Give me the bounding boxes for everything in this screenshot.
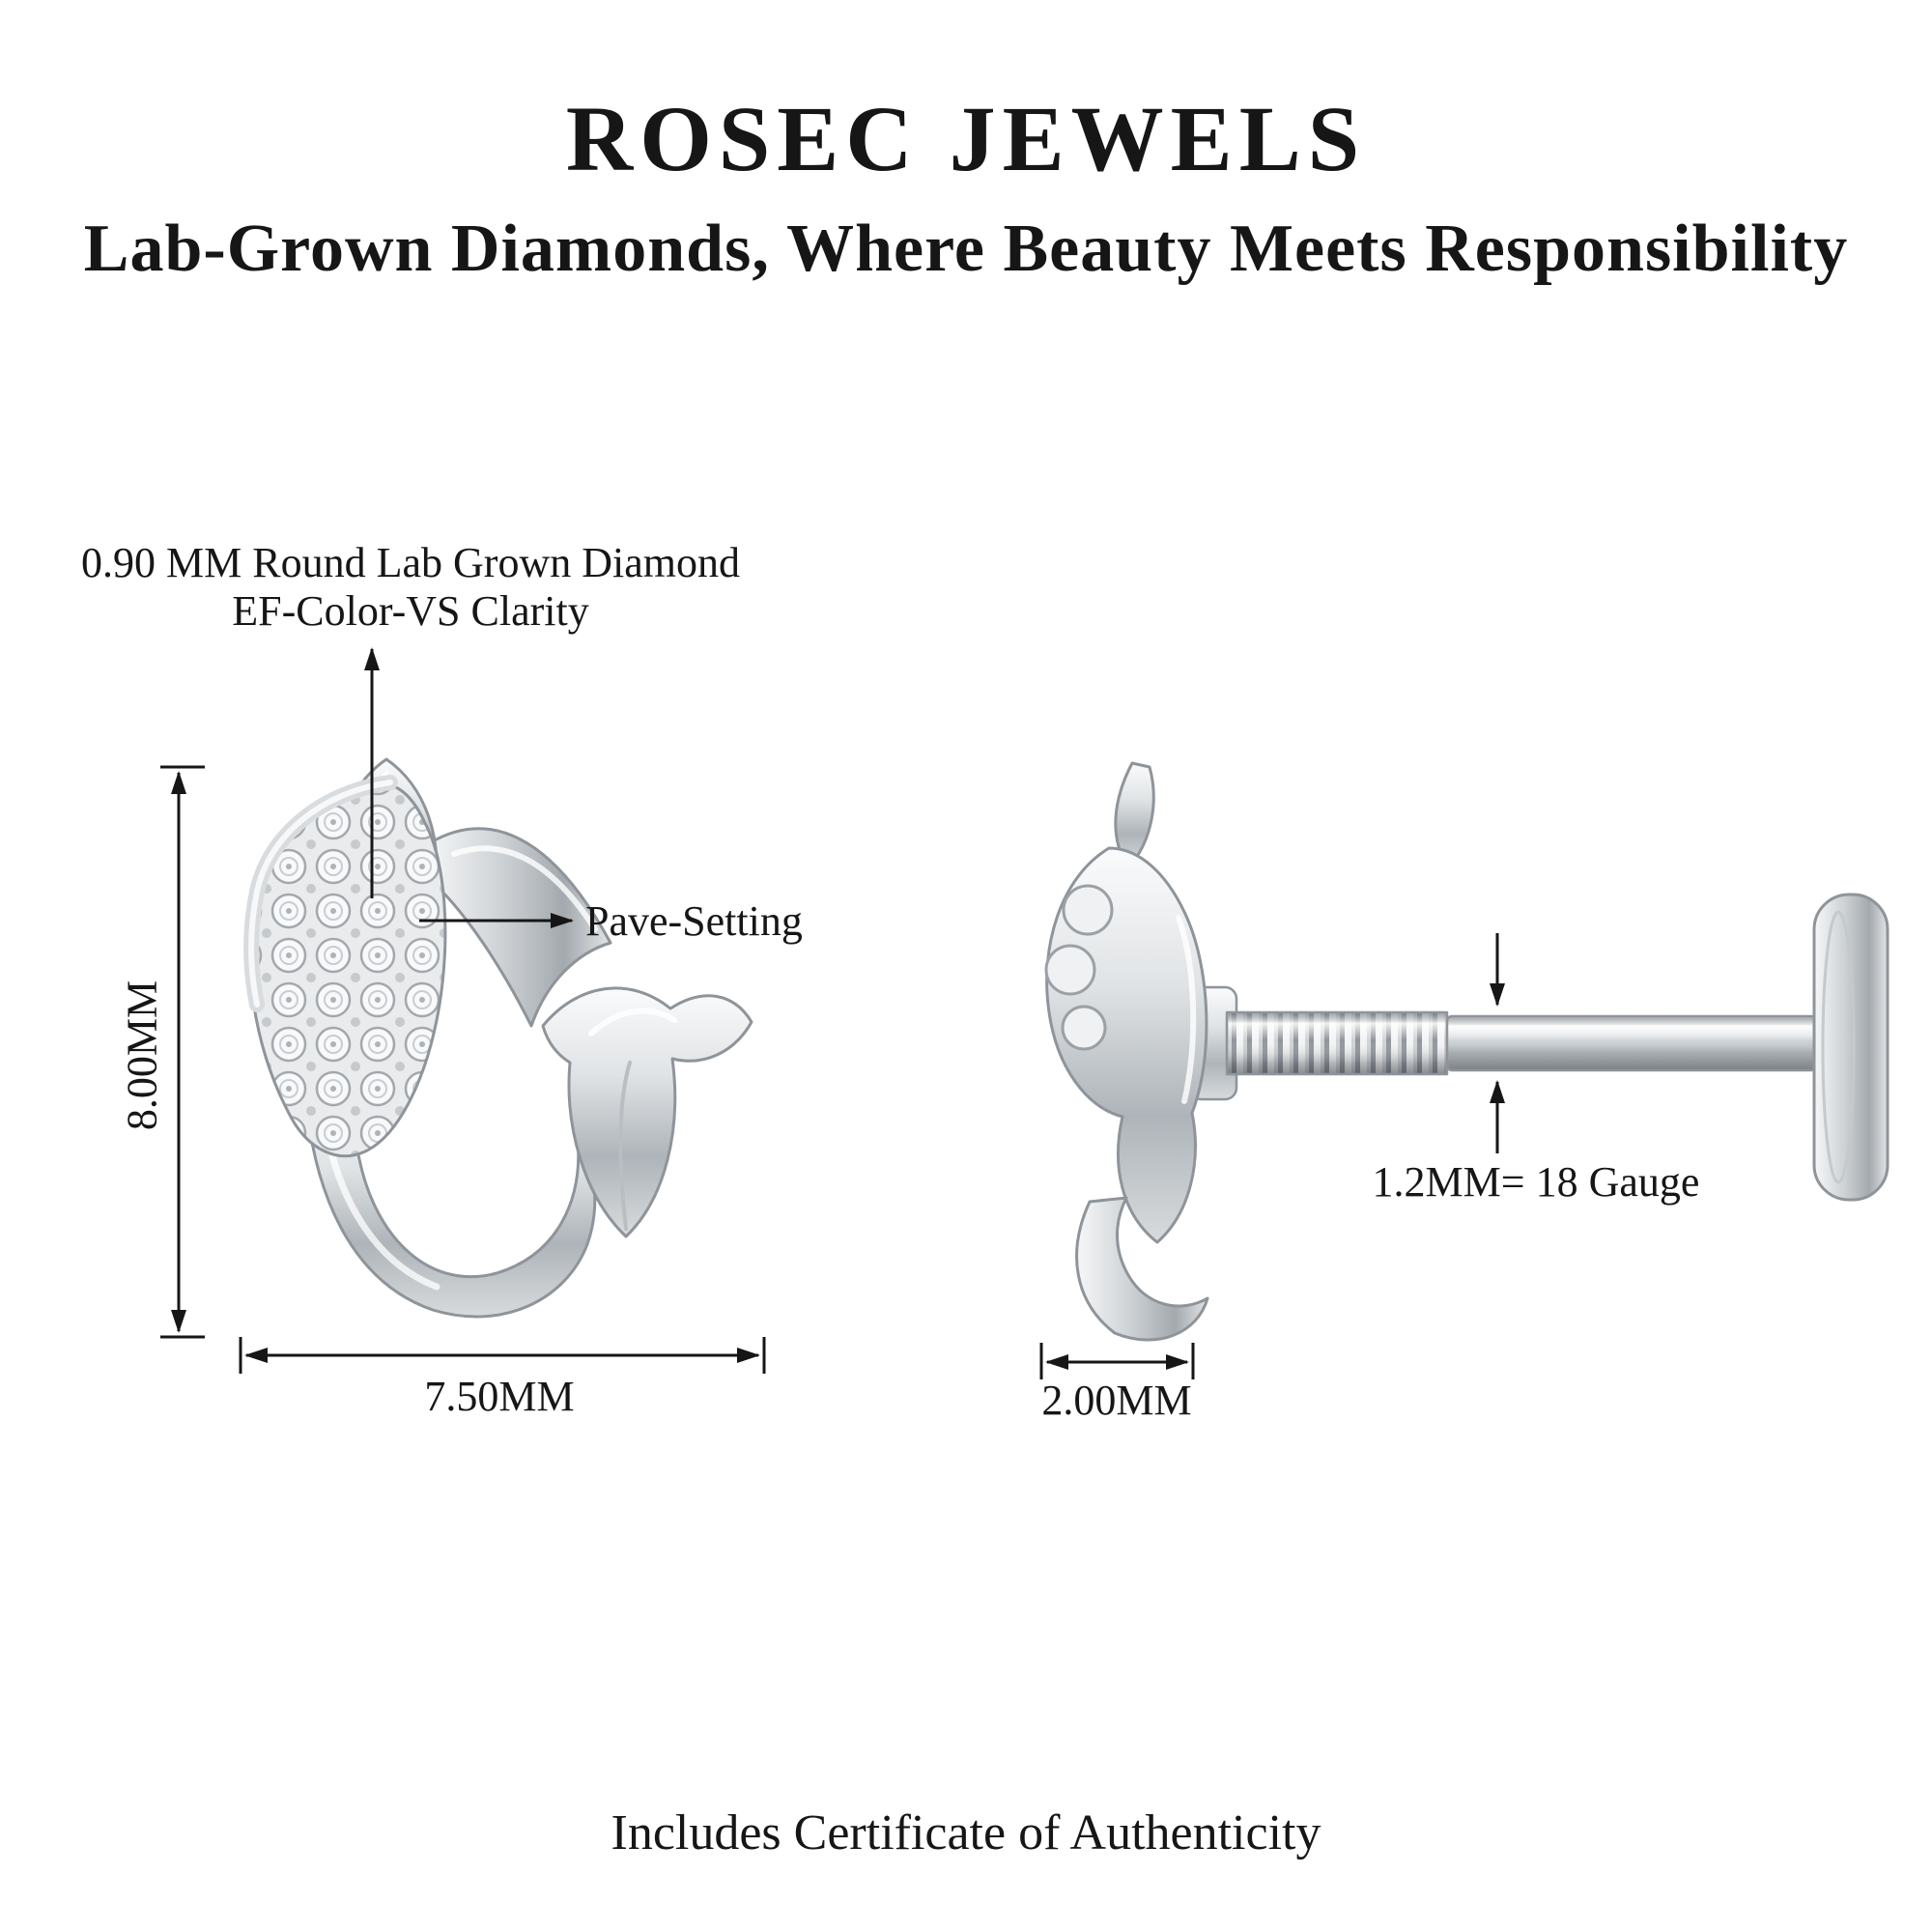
gauge-dimension-label: 1.2MM= 18 Gauge: [1372, 1158, 1700, 1206]
depth-dimension-arrow: [1039, 1343, 1195, 1379]
side-bezel-1: [1062, 884, 1114, 936]
diamond-spec-callout: 0.90 MM Round Lab Grown Diamond EF-Color…: [58, 539, 763, 636]
diamond-spec-line2: EF-Color-VS Clarity: [232, 587, 589, 635]
dimension-arrows: [160, 647, 1505, 1379]
height-dimension-arrow: [160, 765, 205, 1339]
pave-setting-label: Pave-Setting: [585, 897, 803, 945]
certificate-note: Includes Certificate of Authenticity: [611, 1805, 1321, 1861]
side-flower-body: [1045, 846, 1208, 1244]
width-dimension-label: 7.50MM: [424, 1373, 575, 1420]
brand-tagline: Lab-Grown Diamonds, Where Beauty Meets R…: [83, 212, 1849, 286]
width-dimension-arrow: [239, 1337, 766, 1374]
side-bezel-2: [1044, 944, 1096, 996]
side-bezel-3: [1061, 1005, 1107, 1051]
side-view-illustration: [1044, 761, 1889, 1342]
threaded-post: [1225, 1010, 1449, 1076]
bud-petal: [541, 986, 753, 1238]
height-dimension-label: 8.00MM: [118, 980, 166, 1131]
labret-disc-back: [1812, 893, 1889, 1202]
depth-dimension-label: 2.00MM: [1041, 1377, 1192, 1424]
right-petal: [423, 827, 612, 1028]
post-shaft: [1445, 1014, 1818, 1072]
brand-title: ROSEC JEWELS: [565, 87, 1367, 190]
side-bottom-curl: [1075, 1196, 1209, 1342]
front-view-illustration: [243, 757, 753, 1319]
diamond-spec-line1: 0.90 MM Round Lab Grown Diamond: [81, 539, 740, 586]
